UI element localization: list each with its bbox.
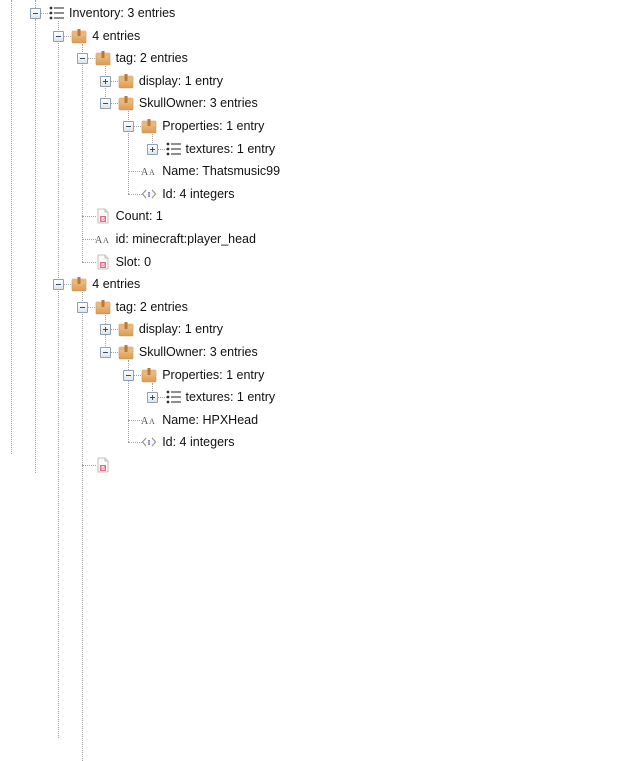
tree-node-label[interactable]: Name: Thatsmusic99 bbox=[162, 164, 281, 179]
collapse-toggle-minus-icon[interactable] bbox=[30, 8, 41, 19]
list-icon bbox=[165, 389, 181, 405]
collapse-toggle-minus-icon[interactable] bbox=[76, 53, 88, 65]
compound-box-icon bbox=[118, 95, 134, 111]
tree-connector bbox=[41, 13, 50, 14]
compound-box-icon bbox=[141, 118, 157, 134]
tree-node-label[interactable]: Count: 1 bbox=[115, 209, 163, 224]
compound-box-icon bbox=[71, 28, 87, 44]
tree-connector bbox=[64, 35, 74, 37]
svg-text:A: A bbox=[95, 235, 103, 246]
collapse-toggle-minus-icon[interactable] bbox=[53, 30, 65, 42]
compound-box-icon bbox=[95, 50, 111, 66]
tree-node-label[interactable]: Slot: 0 bbox=[115, 254, 152, 269]
string-icon: A A bbox=[141, 412, 157, 428]
tree-connector bbox=[110, 103, 120, 105]
tree-node-label[interactable]: tag: 2 entries bbox=[115, 299, 188, 314]
tree-guide-line bbox=[151, 134, 153, 149]
tree-connector bbox=[128, 193, 143, 195]
tree-node-label[interactable]: Properties: 1 entry bbox=[162, 119, 265, 133]
tree-connector bbox=[134, 374, 144, 376]
collapse-toggle-minus-icon[interactable] bbox=[99, 347, 111, 358]
svg-text:I: I bbox=[148, 439, 151, 447]
tree-guide-line bbox=[58, 284, 60, 739]
tree-guide-line bbox=[81, 306, 83, 761]
collapse-toggle-minus-icon[interactable] bbox=[123, 121, 135, 132]
list-icon bbox=[165, 141, 181, 157]
compound-box-icon bbox=[118, 321, 134, 337]
int-array-icon: I bbox=[141, 434, 157, 450]
tree-node-label[interactable]: Inventory: 3 entries bbox=[69, 6, 176, 20]
tree-connector bbox=[128, 442, 143, 444]
expand-toggle-plus-icon[interactable] bbox=[146, 143, 158, 155]
svg-text:B: B bbox=[101, 466, 105, 472]
tree-node-label[interactable]: Id: 4 integers bbox=[162, 186, 235, 201]
tree-node-label[interactable]: textures: 1 entry bbox=[185, 390, 276, 405]
collapse-toggle-minus-icon[interactable] bbox=[76, 301, 88, 313]
tree-node-label[interactable]: tag: 2 entries bbox=[115, 51, 188, 66]
tree-connector bbox=[128, 419, 143, 421]
list-icon bbox=[48, 5, 64, 21]
compound-box-icon bbox=[141, 367, 157, 383]
tree-node-label[interactable]: Id: 4 integers bbox=[162, 435, 235, 450]
svg-text:A: A bbox=[141, 167, 149, 178]
tree-connector bbox=[110, 80, 120, 82]
tree-connector bbox=[64, 284, 74, 286]
collapse-toggle-minus-icon[interactable] bbox=[53, 279, 65, 291]
tree-connector bbox=[128, 171, 143, 173]
svg-text:A: A bbox=[141, 416, 149, 427]
tree-node-label[interactable]: id: minecraft:player_head bbox=[115, 232, 256, 246]
tree-guide-line bbox=[81, 43, 83, 262]
compound-box-icon bbox=[71, 276, 87, 292]
tree-connector bbox=[157, 148, 167, 150]
tree-connector bbox=[81, 216, 96, 218]
compound-box-icon bbox=[118, 344, 134, 360]
expand-toggle-plus-icon[interactable] bbox=[146, 392, 158, 404]
svg-text:I: I bbox=[148, 191, 151, 199]
string-icon: A A bbox=[141, 163, 157, 179]
tree-connector bbox=[81, 261, 96, 263]
svg-text:A: A bbox=[103, 236, 109, 245]
tree-node-label[interactable]: 4 entries bbox=[92, 28, 141, 43]
string-icon: A A bbox=[95, 231, 111, 247]
tree-connector bbox=[110, 329, 120, 331]
byte-icon: B bbox=[95, 254, 111, 270]
tree-node-label[interactable]: 4 entries bbox=[92, 277, 141, 292]
tree-connector bbox=[81, 239, 96, 240]
expand-toggle-plus-icon[interactable] bbox=[99, 75, 111, 87]
svg-text:A: A bbox=[149, 168, 155, 177]
tree-guide-line bbox=[11, 0, 12, 454]
compound-box-icon bbox=[95, 299, 111, 315]
svg-text:B: B bbox=[101, 217, 105, 223]
tree-connector bbox=[81, 465, 96, 466]
compound-box-icon bbox=[118, 73, 134, 89]
tree-guide-line bbox=[35, 0, 36, 8]
tree-node-label[interactable]: SkullOwner: 3 entries bbox=[138, 345, 258, 359]
tree-node-label[interactable]: textures: 1 entry bbox=[185, 141, 276, 156]
tree-connector bbox=[87, 306, 97, 308]
collapse-toggle-minus-icon[interactable] bbox=[99, 98, 111, 110]
int-array-icon: I bbox=[141, 186, 157, 202]
tree-node-label[interactable]: display: 1 entry bbox=[138, 322, 223, 337]
tree-node-label[interactable]: display: 1 entry bbox=[138, 73, 223, 88]
tree-node-label[interactable]: SkullOwner: 3 entries bbox=[138, 96, 258, 111]
tree-guide-line bbox=[151, 382, 153, 398]
tree-connector bbox=[110, 352, 120, 353]
collapse-toggle-minus-icon[interactable] bbox=[123, 369, 135, 381]
tree-node-label[interactable]: Name: HPXHead bbox=[162, 412, 259, 427]
expand-toggle-plus-icon[interactable] bbox=[99, 324, 111, 336]
tree-guide-line bbox=[128, 111, 130, 194]
tree-guide-line bbox=[35, 19, 36, 473]
tree-connector bbox=[157, 397, 167, 399]
tree-connector bbox=[134, 126, 144, 127]
tree-guide-line bbox=[58, 21, 60, 285]
byte-icon: B bbox=[95, 208, 111, 224]
tree-node-label[interactable]: Properties: 1 entry bbox=[162, 367, 265, 382]
tree-connector bbox=[87, 58, 97, 60]
tree-guide-line bbox=[128, 360, 130, 443]
svg-text:B: B bbox=[101, 263, 105, 269]
byte-icon: B bbox=[95, 457, 111, 473]
svg-text:A: A bbox=[149, 417, 155, 426]
